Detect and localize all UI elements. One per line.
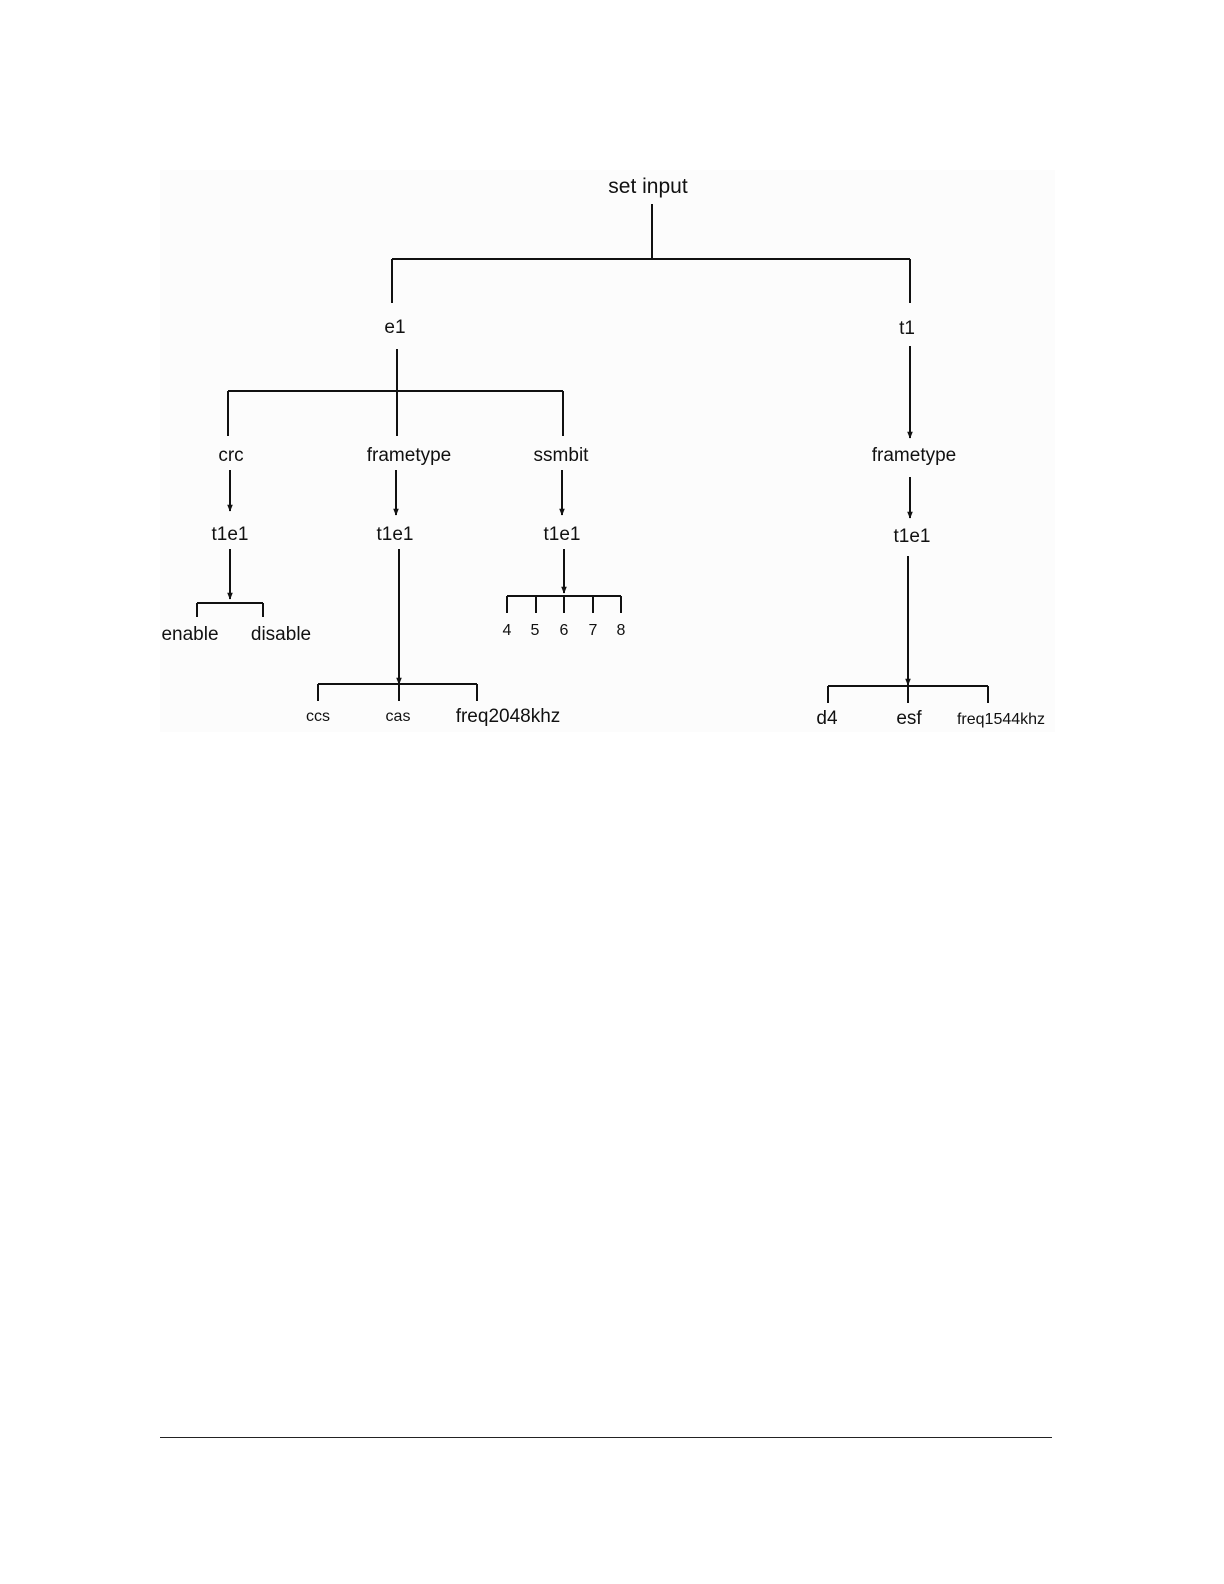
node-e1-frametype: frametype: [367, 445, 451, 466]
node-e1-frametype-t1e1: t1e1: [377, 524, 414, 545]
option-ssmbit-4: 4: [503, 622, 512, 639]
node-t1-frametype-t1e1: t1e1: [894, 526, 931, 547]
option-ssmbit-8: 8: [617, 622, 626, 639]
node-t1: t1: [899, 318, 915, 339]
option-freq1544khz: freq1544khz: [957, 711, 1045, 728]
node-crc: crc: [218, 445, 243, 466]
node-t1-frametype: frametype: [872, 445, 956, 466]
option-ccs: ccs: [306, 708, 330, 725]
option-ssmbit-5: 5: [531, 622, 540, 639]
node-ssmbit: ssmbit: [534, 445, 590, 466]
option-ssmbit-6: 6: [560, 622, 569, 639]
option-disable: disable: [251, 624, 311, 645]
footer-divider: [160, 1437, 1052, 1438]
option-freq2048khz: freq2048khz: [456, 706, 561, 727]
option-esf: esf: [896, 708, 922, 729]
node-e1: e1: [384, 317, 405, 338]
node-ssmbit-t1e1: t1e1: [544, 524, 581, 545]
option-enable: enable: [161, 624, 218, 645]
option-d4: d4: [816, 708, 838, 729]
node-set-input: set input: [608, 175, 688, 198]
option-ssmbit-7: 7: [589, 622, 598, 639]
option-cas: cas: [386, 708, 411, 725]
node-crc-t1e1: t1e1: [212, 524, 249, 545]
